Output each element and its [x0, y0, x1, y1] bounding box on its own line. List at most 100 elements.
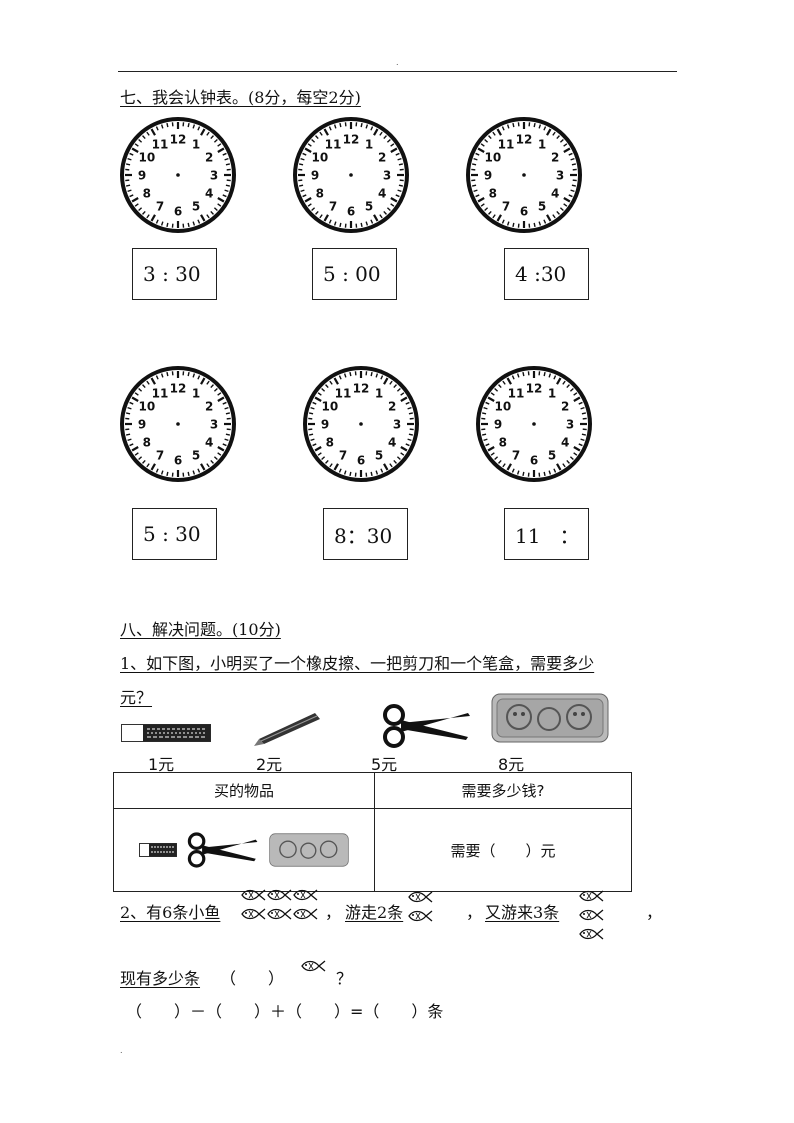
clock-tick	[473, 189, 478, 193]
clock-numeral: 5	[192, 200, 200, 214]
eraser-icon	[139, 843, 177, 857]
clock-tick	[573, 452, 578, 456]
q2-answer-blank[interactable]: （ ）	[220, 969, 285, 988]
time-answer-box[interactable]: 8：30	[323, 508, 408, 560]
clock-tick	[400, 396, 408, 402]
time-answer-box[interactable]: 3 : 30	[132, 248, 217, 300]
clock-tick	[498, 459, 502, 464]
clock-tick	[213, 456, 218, 460]
clock-tick	[134, 203, 139, 207]
clock-numeral: 10	[484, 151, 501, 165]
clock-numeral: 5	[192, 449, 200, 463]
clock-tick	[559, 207, 564, 211]
answer-cell[interactable]: 需要（ ）元	[374, 808, 632, 892]
clock-tick	[319, 214, 323, 219]
clock-tick	[389, 463, 393, 468]
clock-tick	[485, 401, 490, 405]
clock-tick	[492, 214, 496, 219]
clock-center-dot	[176, 422, 180, 426]
clock-tick	[200, 214, 206, 222]
time-answer-box[interactable]: 4 :30	[504, 248, 589, 300]
clock-tick	[150, 128, 156, 136]
clock-numeral: 3	[393, 418, 401, 432]
clock-tick	[543, 372, 546, 377]
clock-tick	[160, 373, 164, 378]
clock-tick	[138, 207, 143, 211]
clock-tick	[562, 463, 566, 468]
fish-group-6	[240, 887, 318, 925]
clock-tick	[349, 372, 352, 377]
clock-tick	[192, 221, 196, 226]
clock-tick	[543, 126, 547, 131]
clock-tick	[304, 147, 312, 153]
clock-center-dot	[522, 173, 526, 177]
clock-tick	[373, 214, 379, 222]
clock-tick	[397, 189, 402, 193]
clock-tick	[222, 194, 227, 198]
clock-tick	[506, 221, 510, 226]
clock-tick	[512, 222, 515, 227]
time-answer-box[interactable]: 11 ：	[504, 508, 589, 560]
clock-tick	[393, 384, 397, 389]
clock-tick	[522, 471, 525, 476]
clock-tick	[380, 468, 384, 473]
clock-numeral: 1	[365, 137, 373, 151]
clock-numeral: 8	[489, 187, 497, 201]
clock-tick	[127, 438, 132, 442]
clock-tick	[222, 443, 227, 447]
table-header: 买的物品	[113, 772, 375, 809]
clock-tick	[370, 126, 374, 131]
clock-tick	[222, 152, 227, 156]
clock-tick	[127, 189, 132, 193]
clock-numeral: 4	[388, 436, 396, 450]
time-answer-box[interactable]: 5 : 00	[312, 248, 397, 300]
table-header: 需要多少钱?	[374, 772, 632, 809]
clock-tick	[299, 163, 304, 166]
clock-tick	[373, 128, 379, 136]
q2-equation[interactable]: （ ）－（ ）＋（ ）=（ ）条	[126, 1002, 444, 1021]
time-answer-box[interactable]: 5 : 30	[132, 508, 217, 560]
clock-tick	[578, 443, 583, 447]
clock-tick	[398, 184, 403, 187]
clock-tick	[516, 373, 520, 378]
item-price: 5元	[371, 755, 398, 774]
clock-tick	[225, 412, 230, 415]
clock-tick	[390, 147, 398, 153]
clock-tick	[142, 459, 146, 464]
clock-tick	[142, 210, 146, 215]
clock-tick	[146, 131, 150, 136]
clock-tick	[210, 135, 214, 140]
clock-tick	[329, 380, 333, 385]
clock-tick	[217, 147, 225, 153]
fish-icon	[240, 906, 266, 925]
clock-numeral: 3	[210, 169, 218, 183]
clock-tick	[166, 222, 169, 227]
clock-tick	[396, 456, 401, 460]
clock-tick	[224, 189, 229, 193]
q2-part1: 2、有6条小鱼	[120, 903, 221, 922]
clock-tick	[217, 396, 225, 402]
clock-numeral: 6	[357, 454, 365, 468]
fish-group-2	[407, 889, 433, 927]
clock-numeral: 8	[326, 436, 334, 450]
clock-tick	[379, 131, 383, 136]
clock-tick	[131, 147, 139, 153]
clock-numeral: 8	[499, 436, 507, 450]
clock-numeral: 7	[329, 200, 337, 214]
clock-numeral: 4	[378, 187, 386, 201]
clock-tick	[146, 214, 150, 219]
clock-tick	[150, 214, 156, 222]
clock-numeral: 3	[210, 418, 218, 432]
clock-tick	[552, 214, 556, 219]
clock-tick	[315, 135, 319, 140]
clock-tick	[224, 406, 229, 410]
clock-tick	[472, 184, 477, 187]
clock-tick	[187, 471, 190, 476]
clock-tick	[407, 406, 412, 410]
clock-tick	[206, 463, 210, 468]
clock-tick	[224, 157, 229, 161]
items-bought-cell	[113, 808, 375, 892]
clock-tick	[573, 392, 578, 396]
clock-tick	[408, 433, 413, 436]
